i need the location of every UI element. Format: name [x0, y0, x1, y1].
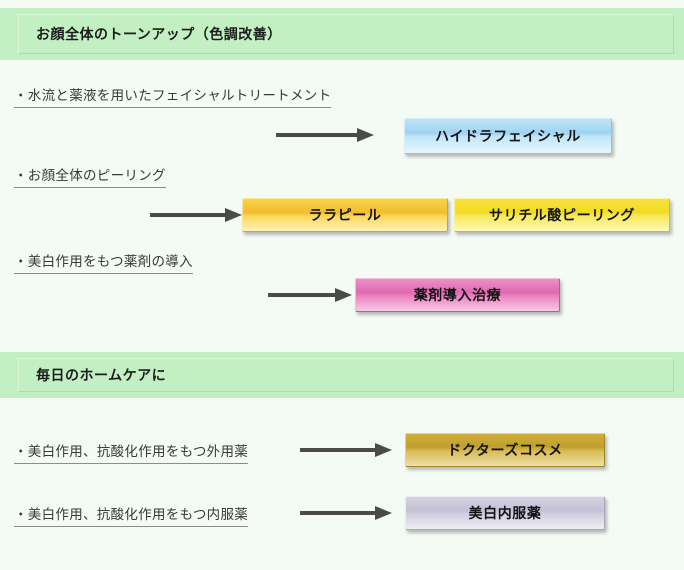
row-label-facial-treatment: ・水流と薬液を用いたフェイシャルトリートメント [14, 84, 332, 108]
arrow-head [335, 288, 352, 302]
arrow-to-hydrafacial [276, 128, 374, 142]
treatment-box-label: 薬剤導入治療 [413, 287, 502, 303]
treatment-box-label: ハイドラフェイシャル [435, 128, 581, 144]
treatment-box-drug-delivery[interactable]: 薬剤導入治療 [355, 278, 560, 312]
arrow-shaft [300, 448, 376, 452]
section-header-inner-border [18, 358, 674, 392]
arrow-head [225, 208, 242, 222]
treatment-box-whitening-oral-drug[interactable]: 美白内服薬 [405, 496, 605, 530]
treatment-box-hydrafacial[interactable]: ハイドラフェイシャル [404, 118, 612, 154]
arrow-head [357, 128, 374, 142]
treatment-box-label: ララピール [308, 207, 382, 223]
section-header-inner-border [18, 14, 674, 54]
section-header-tone-up: お顔全体のトーンアップ（色調改善） [0, 8, 684, 60]
treatment-box-lalapeel[interactable]: ララピール [242, 198, 448, 232]
row-label-topical-whitening: ・美白作用、抗酸化作用をもつ外用薬 [14, 440, 249, 464]
arrow-shaft [268, 293, 336, 297]
treatment-box-label: ドクターズコスメ [447, 442, 563, 458]
arrow-shaft [276, 133, 358, 137]
row-label-full-face-peeling: ・お顔全体のピーリング [14, 164, 166, 188]
section-header-label: お顔全体のトーンアップ（色調改善） [36, 26, 282, 42]
treatment-box-label: 美白内服薬 [468, 505, 542, 521]
row-label-oral-whitening: ・美白作用、抗酸化作用をもつ内服薬 [14, 503, 249, 527]
arrow-to-lalapeel [150, 208, 242, 222]
arrow-to-whitening-oral-drug [300, 506, 392, 520]
arrow-shaft [150, 213, 226, 217]
section-header-home-care: 毎日のホームケアに [0, 352, 684, 398]
arrow-head [375, 506, 392, 520]
treatment-box-label: サリチル酸ピーリング [489, 207, 635, 223]
arrow-to-drug-delivery [268, 288, 352, 302]
row-label-whitening-drug-delivery: ・美白作用をもつ薬剤の導入 [14, 250, 193, 274]
arrow-shaft [300, 511, 376, 515]
arrow-head [375, 443, 392, 457]
section-header-label: 毎日のホームケアに [36, 367, 167, 383]
treatment-box-doctors-cosme[interactable]: ドクターズコスメ [405, 433, 605, 467]
treatment-box-salicylic-peeling[interactable]: サリチル酸ピーリング [454, 198, 670, 232]
arrow-to-doctors-cosme [300, 443, 392, 457]
